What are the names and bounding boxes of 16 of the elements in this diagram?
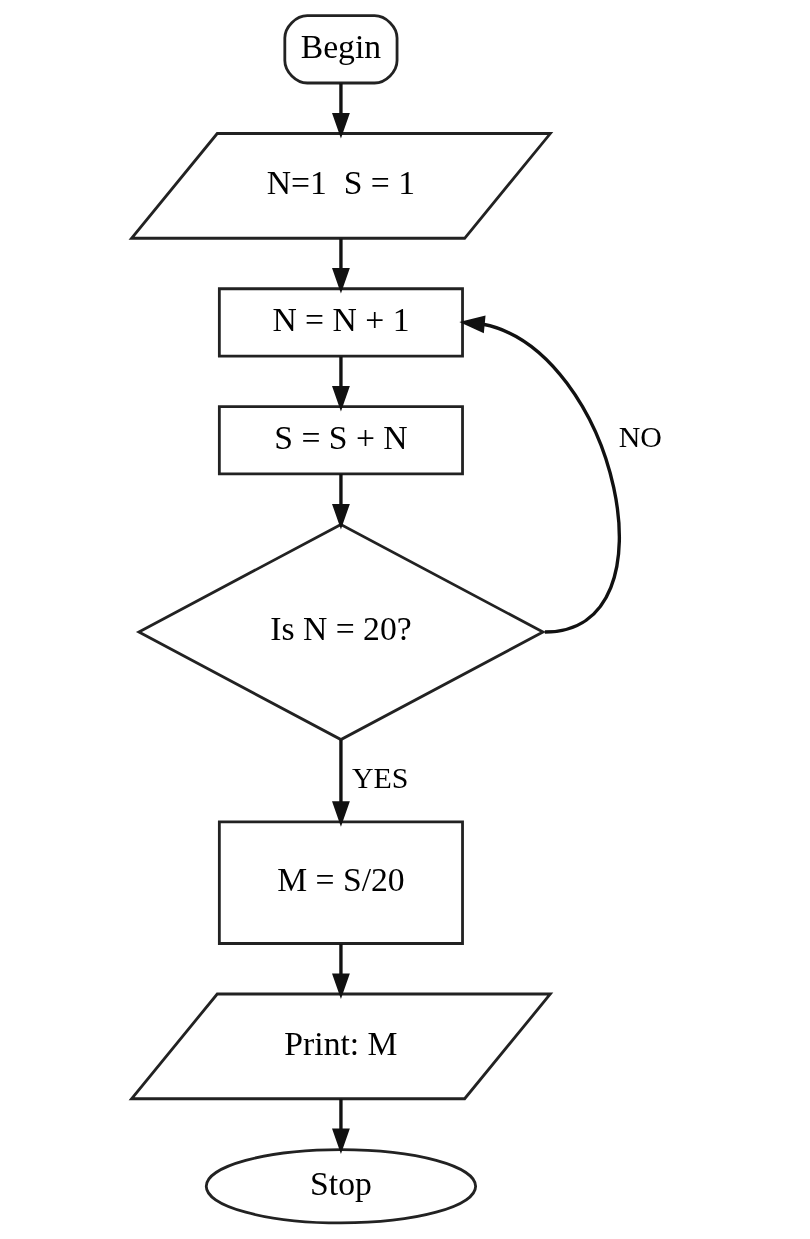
arrow [331, 944, 350, 999]
arrow [331, 238, 350, 294]
arrow [331, 474, 350, 530]
arrow [331, 1098, 350, 1155]
node-ellipse: Stop [204, 1148, 477, 1225]
node-box: N = N + 1 [217, 287, 464, 358]
node-diamond: Is N = 20? [135, 522, 546, 742]
edge-label: NO [618, 420, 662, 454]
arrow [331, 740, 350, 827]
node-box: M = S/20 [217, 820, 464, 945]
arrow [331, 356, 350, 412]
arrow [458, 315, 621, 634]
node-box: Begin [282, 14, 398, 85]
node-box: S = S + N [217, 405, 464, 476]
edge-label: YES [351, 760, 408, 794]
arrow [331, 83, 350, 139]
